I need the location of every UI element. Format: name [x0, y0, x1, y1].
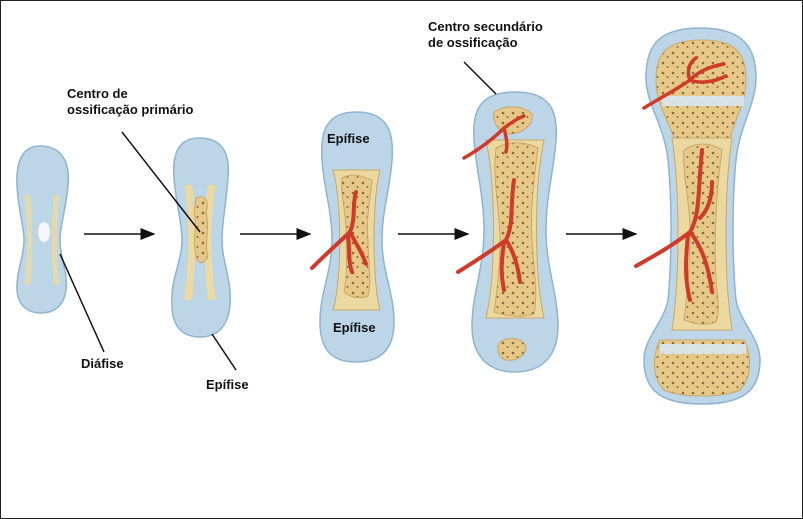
blood-vessel-upper — [462, 114, 526, 160]
label-epiphysis-stage2: Epífise — [206, 377, 249, 392]
stage-5-mature-bone — [634, 27, 761, 405]
marrow-cavity — [493, 142, 539, 317]
bone-collar-right — [205, 185, 216, 300]
epiphyseal-plate-lower — [660, 344, 746, 354]
leader-secondary-center — [463, 61, 497, 95]
leader-epiphysis — [211, 333, 237, 371]
label-primary-center: Centro de ossificação primário — [67, 86, 193, 118]
label-epiphysis-bottom: Epífise — [333, 320, 376, 335]
blood-vessel — [634, 148, 714, 302]
bone-collar-left — [24, 195, 33, 285]
stage-3-diaphysis-ossified — [310, 111, 395, 363]
label-primary-center-line1: Centro de — [67, 86, 128, 101]
label-primary-center-line2: ossificação primário — [67, 102, 194, 117]
blood-vessel — [310, 190, 368, 274]
blood-vessel-upper — [642, 56, 728, 110]
stage-4-secondary-center — [456, 91, 559, 373]
epiphyseal-plate-upper — [662, 96, 744, 106]
bone-collar-left — [184, 185, 195, 300]
bone-collar-right — [51, 195, 60, 285]
light-spot — [38, 222, 50, 242]
label-diaphysis: Diáfise — [81, 356, 124, 371]
leader-diaphysis — [59, 253, 105, 353]
label-secondary-center-line1: Centro secundário — [428, 19, 543, 34]
stage-2-primary-center — [171, 137, 232, 338]
stage-1-cartilage-model — [16, 145, 70, 314]
secondary-ossification-center-lower — [497, 338, 527, 361]
proximal-epiphysis — [655, 39, 747, 139]
blood-vessel — [456, 178, 522, 292]
label-epiphysis-top: Epífise — [327, 131, 370, 146]
primary-ossification-center — [193, 196, 209, 263]
leader-primary-center — [121, 131, 201, 233]
label-secondary-center-line2: de ossificação — [428, 35, 518, 50]
label-secondary-center: Centro secundário de ossificação — [428, 19, 543, 51]
